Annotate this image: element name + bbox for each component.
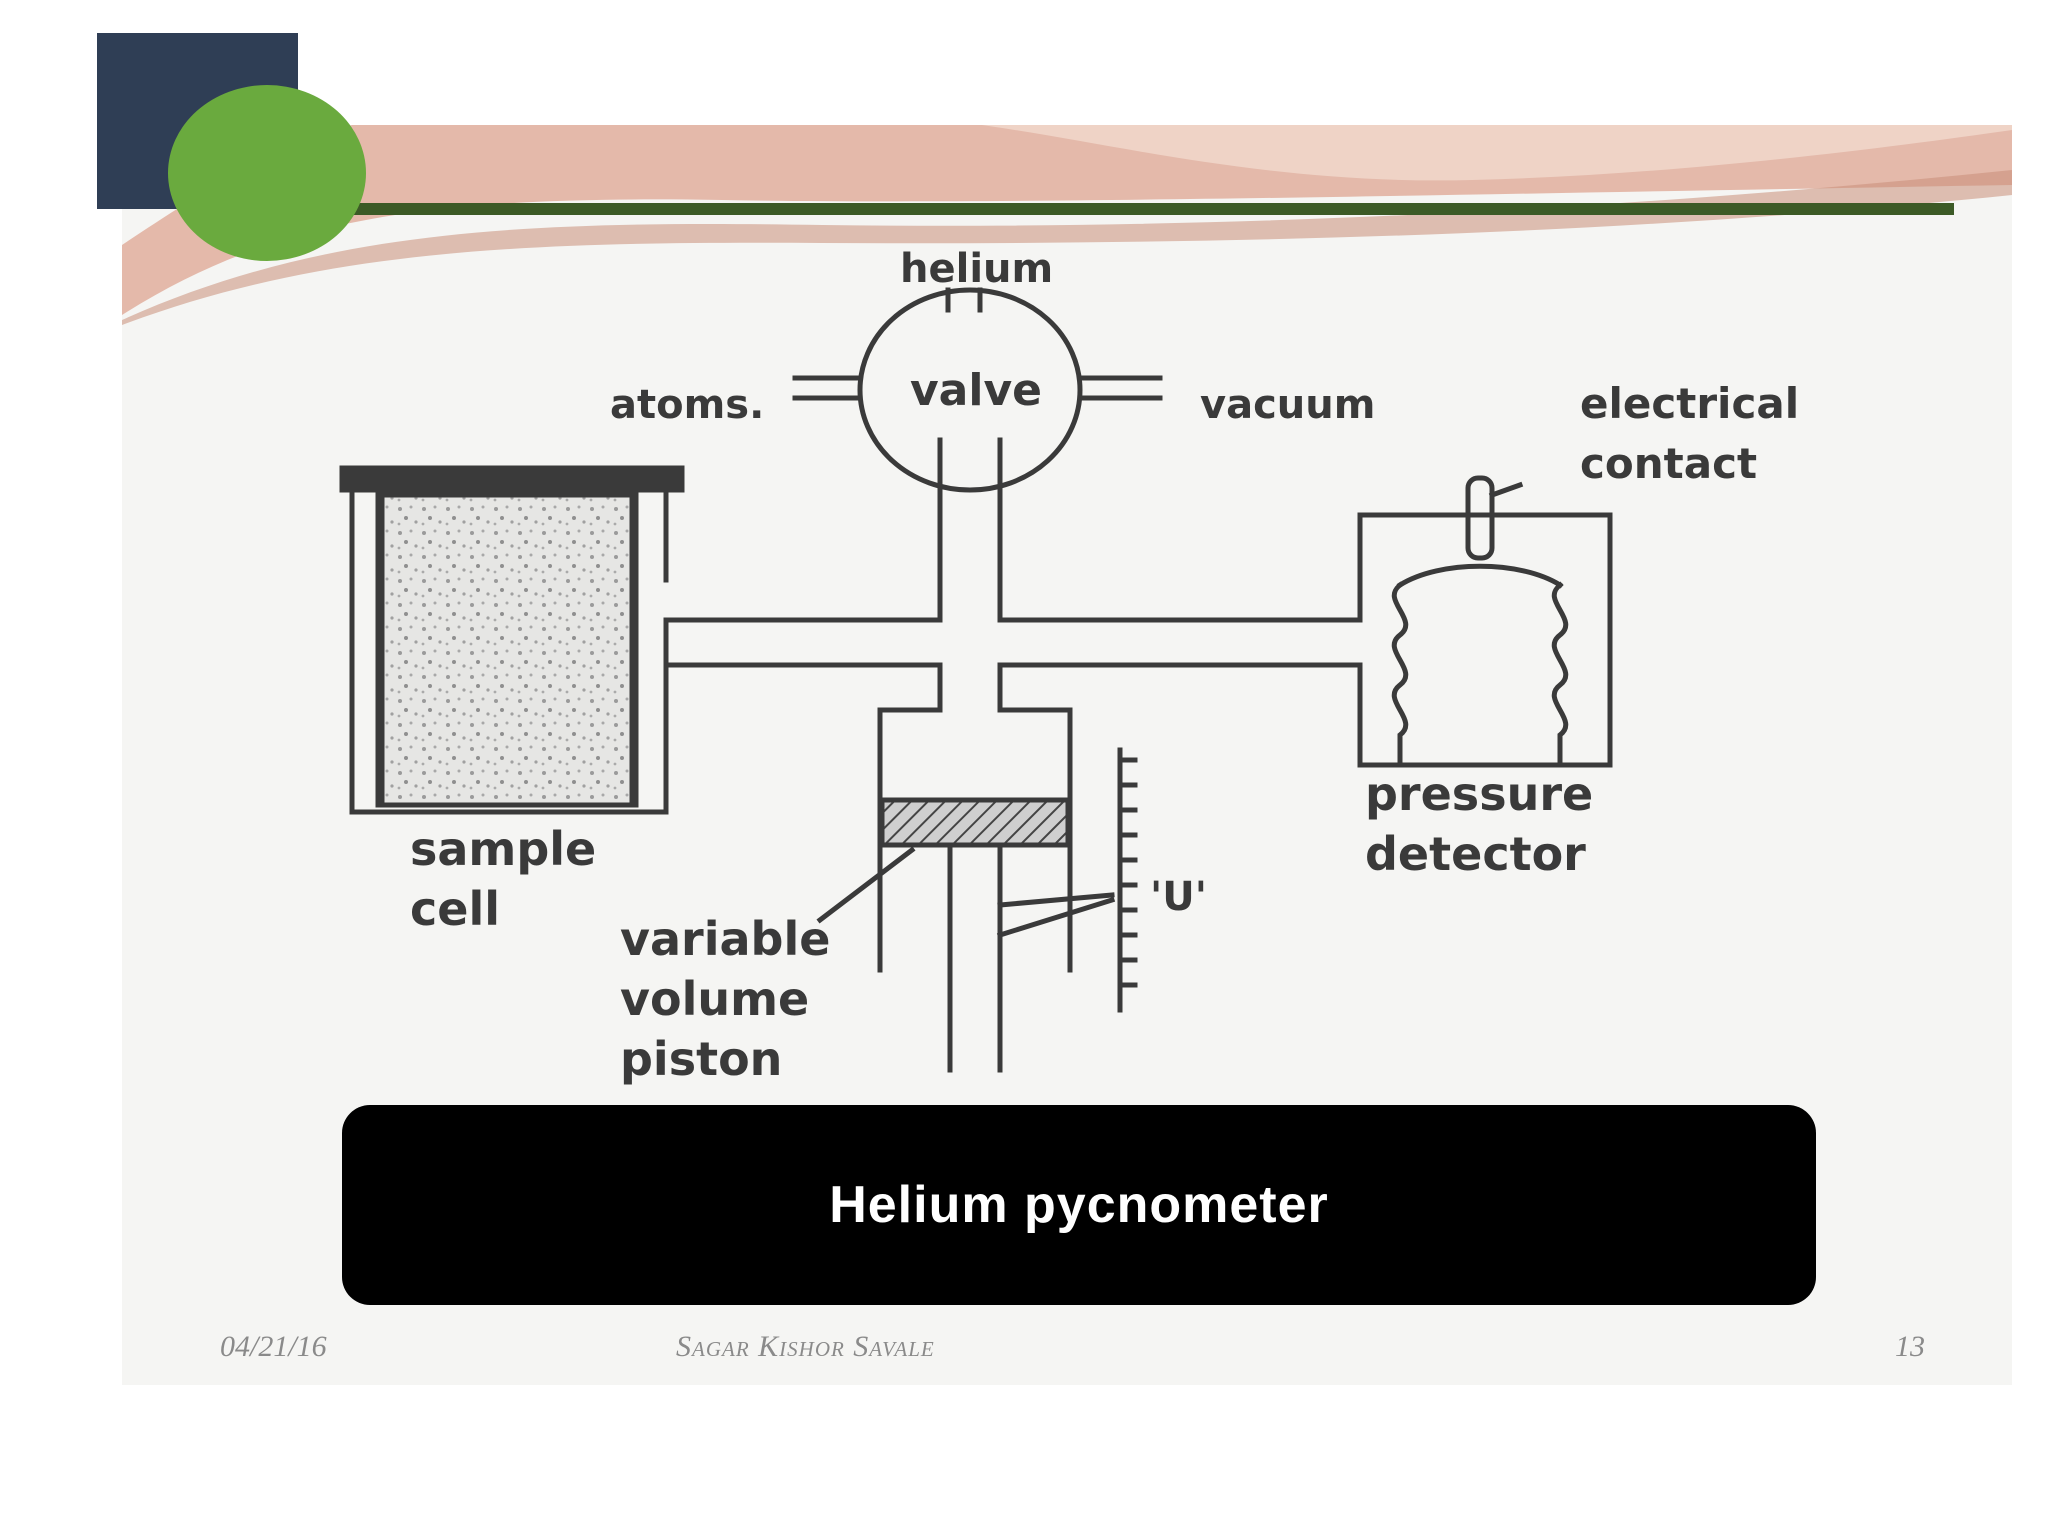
green-rule [330,203,1954,215]
label-sample: sample [410,822,596,876]
label-vacuum: vacuum [1200,382,1375,428]
label-u-mark: 'U' [1150,874,1207,920]
piston-rod [947,842,1003,1073]
label-valve: valve [910,365,1042,416]
label-atoms: atoms. [610,382,764,428]
sample-powder [379,492,635,808]
footer-author: Sagar Kishor Savale [676,1330,935,1363]
caption-box: Helium pycnometer [342,1105,1816,1305]
pressure-bellows [1391,581,1409,763]
label-volume: volume [620,972,809,1026]
label-cell: cell [410,882,500,936]
label-piston: piston [620,1032,782,1086]
valve-body [857,287,1083,493]
label-helium: helium [900,246,1053,292]
footer-page-number: 13 [1895,1330,1925,1363]
caption-text: Helium pycnometer [829,1176,1329,1234]
green-circle-decoration [168,85,366,261]
piston-head [879,797,1071,848]
pycnometer-diagram: helium valve atoms. vacuum electrical co… [339,246,1799,1086]
label-electrical: electrical [1580,379,1799,428]
label-pressure: pressure [1365,767,1593,821]
label-detector: detector [1365,827,1586,881]
label-variable: variable [620,912,830,966]
electrical-contact [1465,475,1495,561]
footer-date: 04/21/16 [220,1330,327,1363]
sample-cell-body [349,487,669,815]
sample-cell-lid [339,465,685,493]
label-contact: contact [1580,439,1757,488]
